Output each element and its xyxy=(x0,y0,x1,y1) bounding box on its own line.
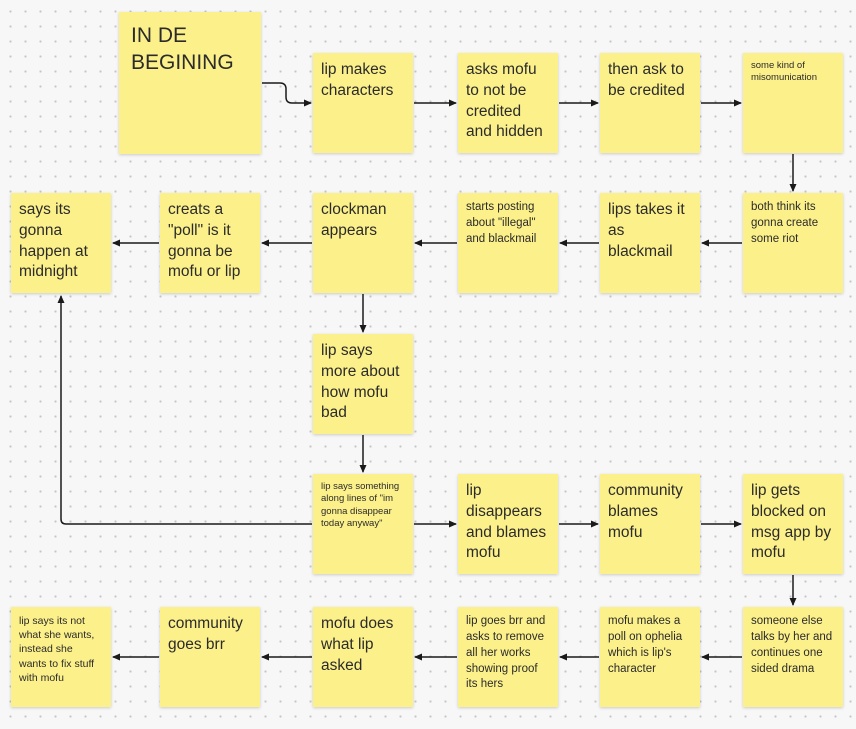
connector-n1-n2 xyxy=(262,82,312,107)
sticky-note-miscommunication[interactable]: some kind of misomunication xyxy=(743,53,843,153)
sticky-note-takes-as-blackmail[interactable]: lips takes it as blackmail xyxy=(600,193,700,293)
sticky-note-creates-poll[interactable]: creats a "poll" is it gonna be mofu or l… xyxy=(160,193,260,293)
sticky-note-fix-stuff[interactable]: lip says its not what she wants, instead… xyxy=(11,607,111,707)
sticky-note-starts-posting[interactable]: starts posting about "illegal" and black… xyxy=(458,193,558,293)
sticky-note-disappear-today[interactable]: lip says something along lines of "im go… xyxy=(313,474,413,574)
sticky-note-asks-not-credited[interactable]: asks mofu to not be credited and hidden xyxy=(458,53,558,153)
sticky-note-lip-disappears[interactable]: lip disappears and blames mofu xyxy=(458,474,558,574)
connector-n13-n11 xyxy=(57,295,312,525)
sticky-note-lip-makes-characters[interactable]: lip makes characters xyxy=(313,53,413,153)
sticky-note-poll-ophelia[interactable]: mofu makes a poll on ophelia which is li… xyxy=(600,607,700,707)
sticky-note-mofu-does[interactable]: mofu does what lip asked xyxy=(313,607,413,707)
sticky-note-community-blames[interactable]: community blames mofu xyxy=(600,474,700,574)
sticky-note-someone-else[interactable]: someone else talks by her and continues … xyxy=(743,607,843,707)
sticky-note-mofu-bad[interactable]: lip says more about how mofu bad xyxy=(313,334,413,434)
sticky-note-riot[interactable]: both think its gonna create some riot xyxy=(743,193,843,293)
sticky-note-community-brr[interactable]: community goes brr xyxy=(160,607,260,707)
sticky-note-then-ask-credited[interactable]: then ask to be credited xyxy=(600,53,700,153)
sticky-note-clockman-appears[interactable]: clockman appears xyxy=(313,193,413,293)
sticky-note-remove-works[interactable]: lip goes brr and asks to remove all her … xyxy=(458,607,558,707)
sticky-note-midnight[interactable]: says its gonna happen at midnight xyxy=(11,193,111,293)
sticky-note-in-de-begining[interactable]: IN DE BEGINING xyxy=(119,12,261,154)
sticky-note-blocked[interactable]: lip gets blocked on msg app by mofu xyxy=(743,474,843,574)
